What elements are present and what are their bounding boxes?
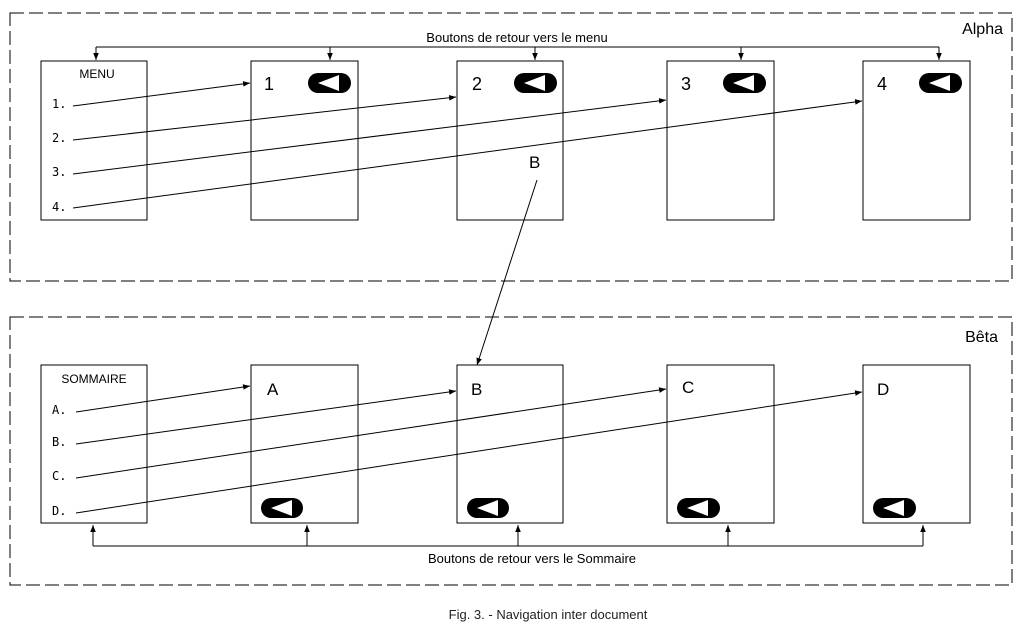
- alpha-page-label: 1: [264, 74, 274, 94]
- link-arrow: [72, 81, 251, 107]
- figure-caption: Fig. 3. - Navigation inter document: [449, 607, 648, 622]
- beta-frame: [9, 316, 1013, 586]
- back-arrow-pill-icon[interactable]: [873, 498, 916, 518]
- alpha-index-title: MENU: [79, 67, 114, 81]
- link-arrow: [72, 99, 863, 209]
- beta-return-label: Boutons de retour vers le Sommaire: [428, 551, 636, 566]
- link-arrow: [75, 384, 251, 413]
- back-arrow-pill-icon[interactable]: [308, 73, 351, 93]
- back-arrow-pill-icon[interactable]: [723, 73, 766, 93]
- beta-page-d: D: [862, 364, 971, 524]
- alpha-cross-link-label: B: [529, 153, 540, 172]
- link-arrow: [72, 94, 457, 141]
- alpha-page-3: 3: [666, 60, 775, 221]
- alpha-return-label: Boutons de retour vers le menu: [426, 30, 607, 45]
- alpha-index-item: 1.: [52, 97, 66, 111]
- beta-return-bracket: [90, 525, 926, 547]
- link-arrow: [75, 387, 667, 479]
- beta-section: Bêta SOMMAIRE A. B. C. D. A B: [9, 316, 1013, 586]
- alpha-frame: [9, 12, 1013, 282]
- beta-sommaire-links: [75, 384, 863, 514]
- back-arrow-pill-icon[interactable]: [467, 498, 509, 518]
- alpha-title: Alpha: [962, 21, 1003, 38]
- alpha-section: Alpha Boutons de retour vers le menu MEN…: [9, 12, 1013, 282]
- alpha-index-item: 2.: [52, 131, 66, 145]
- alpha-page-label: 3: [681, 74, 691, 94]
- beta-index-title: SOMMAIRE: [61, 372, 126, 386]
- alpha-page-label: 2: [472, 74, 482, 94]
- alpha-index-item: 3.: [52, 165, 66, 179]
- beta-page-label: D: [877, 380, 889, 399]
- alpha-page-label: 4: [877, 74, 887, 94]
- alpha-page-4: 4: [862, 60, 971, 221]
- beta-page-label: C: [682, 378, 694, 397]
- beta-index-box: SOMMAIRE A. B. C. D.: [40, 364, 148, 524]
- link-arrow: [72, 98, 667, 175]
- link-arrow: [75, 390, 863, 514]
- beta-page-b: B: [456, 364, 564, 524]
- beta-index-item: D.: [52, 504, 66, 518]
- back-arrow-pill-icon[interactable]: [677, 498, 720, 518]
- beta-index-item: B.: [52, 435, 66, 449]
- back-arrow-pill-icon[interactable]: [919, 73, 962, 93]
- beta-title: Bêta: [965, 329, 998, 346]
- back-arrow-pill-icon[interactable]: [261, 498, 303, 518]
- alpha-return-bracket: [93, 46, 942, 60]
- alpha-page-2: 2 B: [456, 60, 564, 221]
- alpha-menu-links: [72, 81, 863, 209]
- cross-document-link-arrow: [476, 179, 538, 366]
- beta-index-item: C.: [52, 469, 66, 483]
- alpha-index-item: 4.: [52, 200, 66, 214]
- beta-index-item: A.: [52, 403, 66, 417]
- beta-page-c: C: [666, 364, 775, 524]
- beta-page-label: A: [267, 380, 279, 399]
- link-arrow: [75, 389, 457, 445]
- beta-page-label: B: [471, 380, 482, 399]
- alpha-index-box: MENU 1. 2. 3. 4.: [40, 60, 148, 221]
- back-arrow-pill-icon[interactable]: [514, 73, 557, 93]
